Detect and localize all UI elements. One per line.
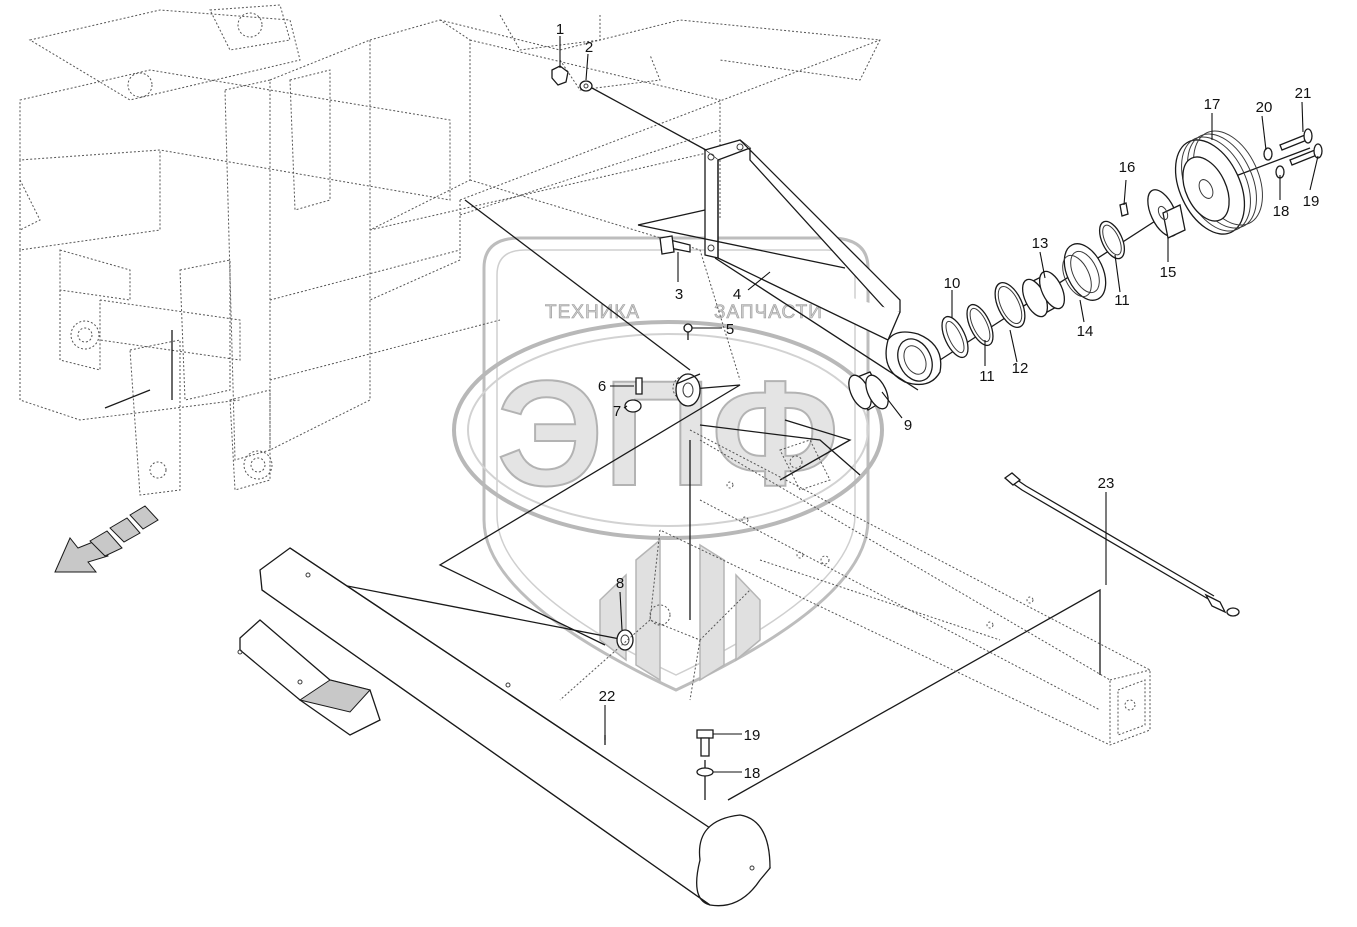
callout-21: 21 bbox=[1295, 85, 1312, 102]
travel-direction-arrow bbox=[54, 505, 159, 573]
washer-20 bbox=[1263, 147, 1273, 161]
ring-10 bbox=[941, 315, 969, 359]
callout-8: 8 bbox=[616, 575, 624, 592]
bearing-hub-left bbox=[675, 373, 701, 407]
watermark-logo: ЭПФ bbox=[497, 349, 840, 517]
hub-15 bbox=[1147, 189, 1186, 239]
callout-2: 2 bbox=[585, 39, 593, 56]
callout-13: 13 bbox=[1032, 235, 1049, 252]
watermark: ЭПФ ТЕХНИКА ЗАПЧАСТИ bbox=[452, 236, 884, 692]
fasteners bbox=[551, 65, 714, 777]
callout-22: 22 bbox=[599, 688, 616, 705]
callout-15: 15 bbox=[1160, 264, 1177, 281]
callout-5: 5 bbox=[726, 321, 734, 338]
callout-23: 23 bbox=[1098, 475, 1115, 492]
callout-12: 12 bbox=[1012, 360, 1029, 377]
washer-18b bbox=[696, 767, 714, 777]
grease-nipple-5 bbox=[683, 323, 693, 340]
pin-6 bbox=[635, 377, 643, 395]
callout-9: 9 bbox=[904, 417, 912, 434]
circlip-11a bbox=[966, 303, 994, 347]
bolt-19a bbox=[1289, 143, 1323, 166]
bolt-19b bbox=[696, 729, 714, 757]
callout-labels: 1 2 3 4 5 6 7 8 9 10 11 11 12 13 14 15 1… bbox=[556, 21, 1320, 782]
callout-14: 14 bbox=[1077, 323, 1094, 340]
callout-1: 1 bbox=[556, 21, 564, 38]
watermark-text-left: ТЕХНИКА bbox=[545, 302, 640, 323]
callout-10: 10 bbox=[944, 275, 961, 292]
ring-12 bbox=[994, 282, 1026, 328]
callout-19a: 19 bbox=[1303, 193, 1320, 210]
callout-17: 17 bbox=[1204, 96, 1221, 113]
nut-1 bbox=[551, 65, 569, 86]
support-arm bbox=[703, 139, 942, 386]
bolt-21 bbox=[1279, 128, 1313, 151]
callout-4: 4 bbox=[733, 286, 741, 303]
callout-18a: 18 bbox=[1273, 203, 1290, 220]
callout-19b: 19 bbox=[744, 727, 761, 744]
callout-6: 6 bbox=[598, 378, 606, 395]
callout-3: 3 bbox=[675, 286, 683, 303]
callout-11b: 11 bbox=[1114, 292, 1130, 309]
callout-16: 16 bbox=[1119, 159, 1136, 176]
callout-20: 20 bbox=[1256, 99, 1273, 116]
guard-cover bbox=[237, 547, 771, 907]
sleeve-9 bbox=[848, 371, 889, 411]
pulley-bearing-stack bbox=[848, 128, 1323, 411]
pulley-17 bbox=[1174, 130, 1263, 235]
callout-leaders bbox=[559, 36, 1319, 773]
lower-beam-assembly bbox=[559, 429, 1151, 746]
bearing-13 bbox=[1021, 270, 1066, 318]
callout-7: 7 bbox=[613, 403, 621, 420]
watermark-text-right: ЗАПЧАСТИ bbox=[714, 302, 823, 323]
bolt-3 bbox=[659, 235, 691, 255]
circlip-11b bbox=[1098, 220, 1126, 260]
washer-2 bbox=[579, 80, 593, 92]
callout-18b: 18 bbox=[744, 765, 761, 782]
o-ring-7 bbox=[624, 399, 642, 413]
tension-rod bbox=[1003, 472, 1240, 617]
callout-11a: 11 bbox=[979, 368, 995, 385]
housing-14 bbox=[1062, 243, 1107, 301]
seal-8 bbox=[616, 629, 634, 651]
